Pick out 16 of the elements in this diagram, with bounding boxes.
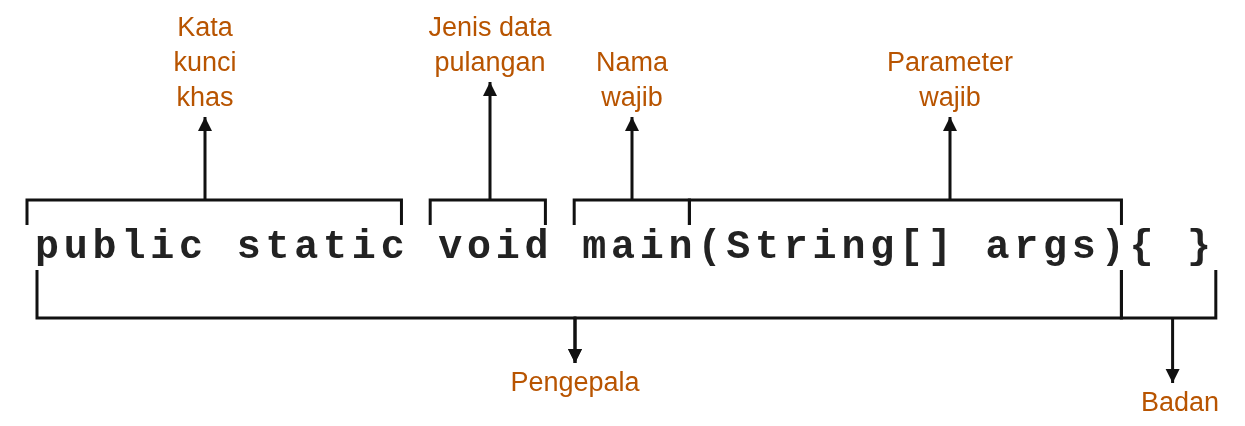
callout-label: Pengepala [475, 365, 675, 400]
callout-label: Jenis data pulangan [415, 10, 565, 80]
code-token: { } [1129, 225, 1216, 270]
code-token: (String[] args) [697, 225, 1130, 270]
bracket-arrow [1119, 268, 1218, 385]
callout-label: Badan [1125, 385, 1235, 420]
code-token: public static [35, 225, 410, 270]
callout-label: Nama wajib [587, 45, 677, 115]
code-token: main [582, 225, 698, 270]
bracket-arrow [687, 115, 1123, 227]
callout-label: Parameter wajib [875, 45, 1025, 115]
bracket-arrow [25, 115, 403, 227]
code-token: void [438, 225, 554, 270]
bracket-arrow [428, 80, 547, 227]
callout-label: Kata kunci khas [160, 10, 250, 115]
bracket-arrow [572, 115, 691, 227]
